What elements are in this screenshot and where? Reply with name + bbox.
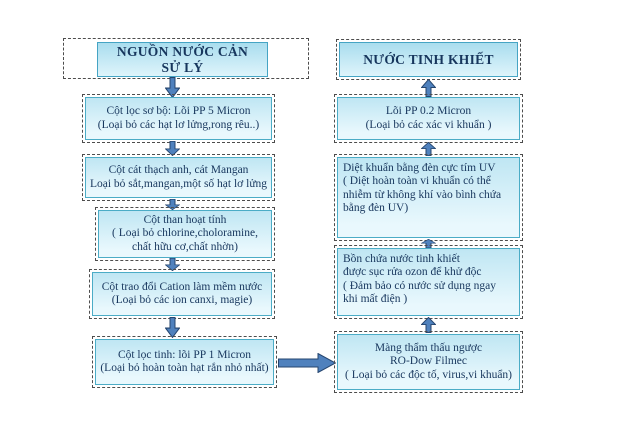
text-line: ( Diệt hoàn toàn vi khuẩn có thể (343, 175, 491, 188)
text-line: được sục rửa ozon để khử độc (343, 266, 482, 279)
down-arrow-icon (165, 199, 180, 210)
down-arrow-icon (165, 77, 180, 98)
text-line: bằng đèn UV) (343, 202, 409, 215)
text-line: Cột lọc sơ bộ: Lõi PP 5 Micron (106, 105, 251, 118)
text-line: (Loại bỏ hoàn toàn hạt rắn nhỏ nhất) (100, 362, 269, 374)
right-header-box: NƯỚC TINH KHIẾT (336, 39, 521, 80)
text-line: ( Loại bỏ các độc tố, virus,vi khuẩn) (344, 368, 513, 381)
left-header-box: NGUỒN NƯỚC CẢN SỬ LÝ (97, 42, 268, 77)
box-sand-manganese-filter: Cột cát thạch anh, cát Mangan Loại bỏ sắ… (82, 154, 275, 201)
text-line: (Loại bỏ các xác vi khuẩn ) (365, 118, 492, 131)
text-line: Loại bỏ sắt,mangan,một số hạt lơ lửng (89, 177, 268, 190)
text-line: (Loại bỏ các ion canxi, magie) (111, 294, 253, 306)
up-arrow-icon (421, 79, 436, 97)
down-arrow-icon (165, 317, 180, 338)
down-arrow-icon (165, 141, 180, 156)
right-arrow-icon (278, 353, 336, 373)
text-line: Màng thẩm thấu ngược (374, 341, 483, 354)
box-uv-sterilizer: Diệt khuẩn bằng đèn cực tím UV ( Diệt ho… (334, 154, 523, 241)
box-activated-carbon-filter: Cột than hoạt tính ( Loại bỏ chlorine,ch… (95, 207, 275, 261)
box-fine-filter: Cột lọc tinh: lõi PP 1 Micron (Loại bỏ h… (92, 336, 277, 388)
box-ro-membrane: Màng thẩm thấu ngược RO-Dow Filmec ( Loạ… (334, 331, 523, 393)
text-line: Lõi PP 0.2 Micron (385, 105, 472, 118)
text-line: chất hữu cơ,chất nhờn) (132, 240, 238, 253)
text-line: nhiễm từ không khí vào bình chứa (343, 188, 502, 201)
up-arrow-icon (421, 317, 436, 333)
up-arrow-icon (421, 142, 436, 156)
text-line: Cột cát thạch anh, cát Mangan (108, 164, 249, 177)
text-line: ( Đảm bảo có nước sử dụng ngay (343, 279, 496, 292)
box-pre-filter: Cột lọc sơ bộ: Lõi PP 5 Micron (Loại bỏ … (82, 94, 275, 143)
box-cation-exchange: Cột trao đổi Cation làm mềm nước (Loại b… (89, 269, 275, 319)
text-line: Cột trao đổi Cation làm mềm nước (101, 280, 263, 293)
up-arrow-icon (421, 239, 436, 248)
right-header-line: NƯỚC TINH KHIẾT (363, 51, 494, 67)
text-line: Cột than hoạt tính (143, 213, 227, 226)
text-line: Diệt khuẩn bằng đèn cực tím UV (343, 162, 496, 174)
text-line: Cột lọc tinh: lõi PP 1 Micron (117, 348, 252, 361)
text-line: khi mất điện ) (343, 293, 408, 306)
left-header-line: NGUỒN NƯỚC CẢN (116, 43, 249, 59)
box-ozone-tank: Bồn chứa nước tinh khiết được sục rửa oz… (334, 245, 523, 319)
text-line: Bồn chứa nước tinh khiết (343, 253, 460, 265)
left-header-marquee (63, 38, 309, 79)
box-pp02-filter: Lõi PP 0.2 Micron (Loại bỏ các xác vi kh… (334, 94, 523, 143)
text-line: ( Loại bỏ chlorine,choloramine, (112, 227, 258, 240)
text-line: RO-Dow Filmec (390, 355, 467, 368)
text-line: (Loại bỏ các hạt lơ lửng,rong rêu..) (97, 118, 260, 131)
down-arrow-icon (165, 258, 180, 271)
left-header-line: SỬ LÝ (161, 59, 204, 75)
